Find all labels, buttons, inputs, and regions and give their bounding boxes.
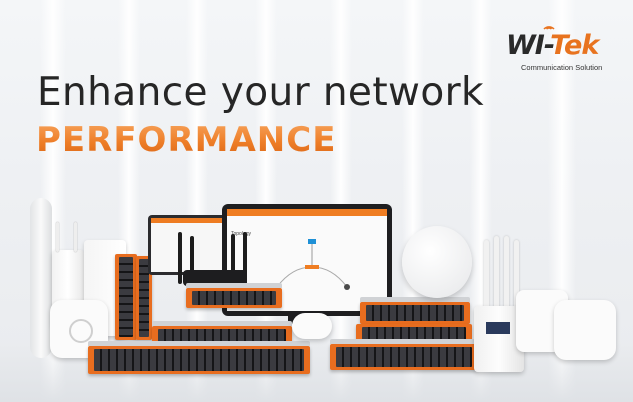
subheadline: PERFORMANCE bbox=[36, 120, 337, 160]
router-antenna bbox=[178, 232, 182, 284]
logo-wordmark: WI-Tek bbox=[506, 30, 599, 61]
ap-antenna bbox=[504, 236, 509, 312]
ceiling-ap-product bbox=[292, 313, 332, 339]
switch-product bbox=[186, 283, 282, 308]
router-antenna bbox=[190, 236, 194, 284]
headline: Enhance your network bbox=[37, 70, 484, 115]
laptop-screen bbox=[151, 218, 227, 272]
outdoor-round-ap-product bbox=[402, 226, 472, 298]
vertical-switch-product bbox=[136, 256, 152, 340]
router-antenna bbox=[243, 232, 247, 284]
router-antenna bbox=[231, 234, 235, 284]
witek-logo: WI-Tek Communication Solution bbox=[506, 26, 618, 76]
screen-panel-title: Topology bbox=[231, 231, 252, 237]
ap-antenna bbox=[514, 240, 519, 312]
switch-product bbox=[360, 297, 470, 324]
ap-ring-icon bbox=[69, 319, 93, 343]
ap-label-plate bbox=[486, 322, 510, 334]
switch-product bbox=[88, 341, 310, 374]
ap-antenna bbox=[484, 240, 489, 312]
logo-tagline: Communication Solution bbox=[521, 63, 603, 72]
vertical-switch-product bbox=[115, 254, 137, 340]
antenna bbox=[74, 222, 77, 252]
wifi-signal-icon bbox=[543, 26, 555, 30]
laptop-product bbox=[148, 215, 230, 275]
outdoor-ap-product bbox=[474, 306, 524, 372]
outdoor-antenna-product bbox=[30, 198, 52, 358]
ceiling-ap-product bbox=[50, 300, 108, 358]
antenna bbox=[56, 222, 59, 252]
ap-antenna bbox=[494, 236, 499, 312]
wifi-router-product bbox=[183, 270, 247, 286]
ceiling-ap-product bbox=[554, 300, 616, 360]
screen-header-bar bbox=[227, 209, 387, 216]
switch-product bbox=[330, 339, 478, 370]
